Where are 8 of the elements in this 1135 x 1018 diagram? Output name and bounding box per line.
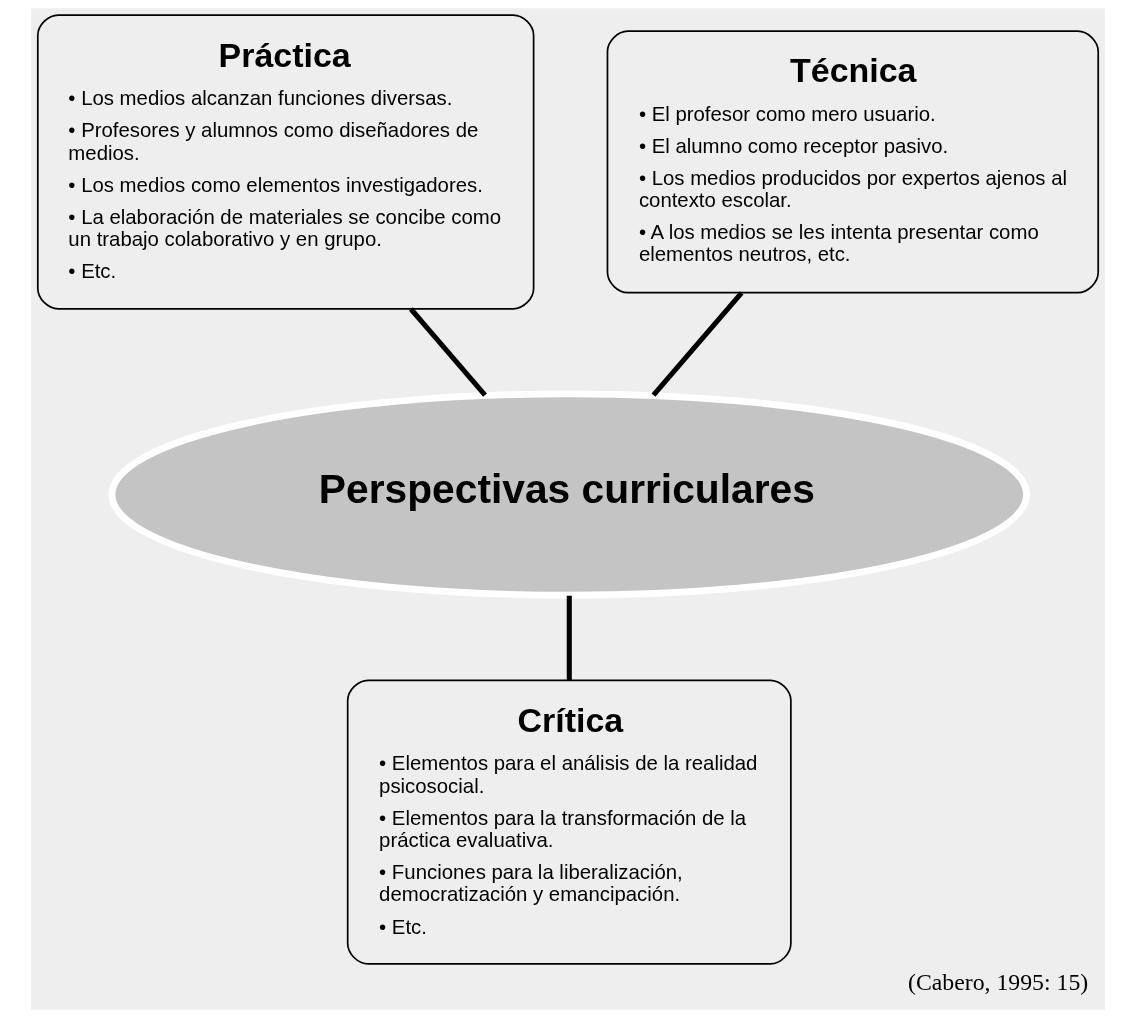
node-box: Técnica • El profesor como mero usuario. • El alumno como receptor pasivo. • Los medios producidos por expertos ajenos al contexto escolar. • A los medios se les intenta presentar como elementos neutros, etc. [606, 30, 1099, 294]
connector [408, 307, 487, 397]
node-box: Crítica • Elementos para el análisis de la realidad psicosocial. • Elementos para la transformación de la práctica evaluativa. • Funciones para la liberalización, democratización y emancipación. • Etc. [346, 679, 792, 965]
caption: (Cabero, 1995: 15) [907, 968, 1088, 995]
node-box: Práctica • Los medios alcanzan funciones diversas. • Profesores y alumnos como diseñadores de medios. • Los medios como elementos investigadores. • La elaboración de materiales se concibe como un trabajo colaborativo y en grupo. • Etc. [36, 14, 534, 310]
connector [651, 291, 743, 397]
node-ellipse: Perspectivas curriculares [108, 390, 1030, 599]
connector [566, 595, 572, 680]
